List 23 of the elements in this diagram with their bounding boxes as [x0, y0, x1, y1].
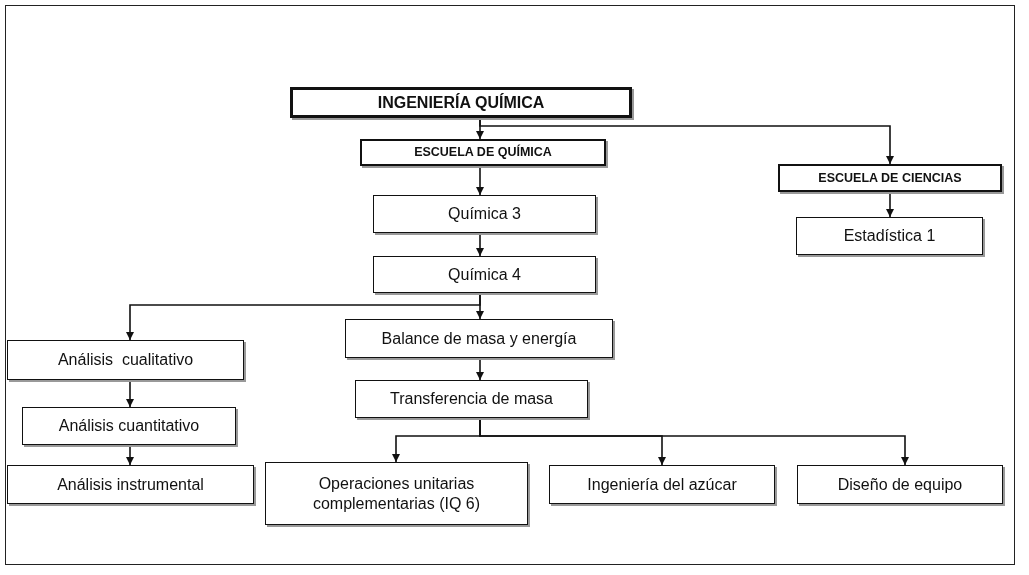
arrow — [479, 417, 909, 466]
course-box: Análisis instrumental — [7, 465, 254, 504]
arrow — [126, 379, 134, 408]
course-box: Transferencia de masa — [355, 380, 588, 418]
arrow — [476, 232, 484, 257]
school-box: ESCUELA DE CIENCIAS — [778, 164, 1002, 192]
arrow — [886, 191, 894, 218]
course-box: Química 4 — [373, 256, 596, 293]
arrow — [476, 165, 484, 196]
course-box: Ingeniería del azúcar — [549, 465, 775, 504]
arrow — [479, 117, 894, 165]
course-box: Estadística 1 — [796, 217, 983, 255]
arrow — [126, 444, 134, 466]
course-box: Diseño de equipo — [797, 465, 1003, 504]
arrow — [476, 292, 484, 320]
course-box: Operaciones unitarias complementarias (IQ 6) — [265, 462, 528, 525]
course-box: Química 3 — [373, 195, 596, 233]
title-box: INGENIERÍA QUÍMICA — [290, 87, 632, 118]
course-box: Análisis cualitativo — [7, 340, 244, 380]
arrow — [476, 357, 484, 381]
school-box: ESCUELA DE QUÍMICA — [360, 139, 606, 166]
course-box: Balance de masa y energía — [345, 319, 613, 358]
course-box: Análisis cuantitativo — [22, 407, 236, 445]
